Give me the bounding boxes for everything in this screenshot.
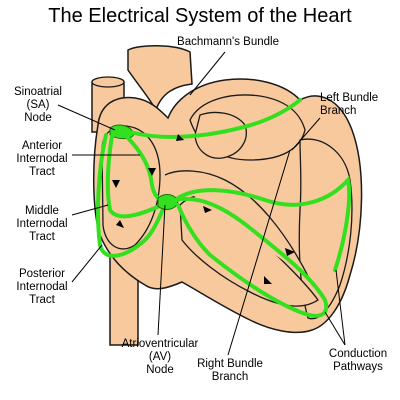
right-bundle-line-2: Branch (211, 371, 249, 383)
label-middle-tract: Middle Internodal Tract (8, 205, 76, 244)
leader-right-bundle (227, 149, 291, 356)
aortic-arch (127, 44, 193, 112)
septum-line (164, 170, 311, 281)
arrow-bundle-1 (203, 206, 212, 213)
leader-bachmann (189, 51, 226, 96)
arrow-posterior (116, 220, 124, 228)
arrow-anterior (148, 168, 156, 176)
av-node (157, 194, 179, 210)
av-node-line-1: Atrioventricular (121, 338, 199, 350)
leader-av-node (157, 204, 166, 336)
arrow-bundle-3 (264, 276, 272, 284)
arrow-bundle-2 (285, 248, 295, 256)
left-bundle-line-1: Left Bundle (320, 92, 379, 104)
arrow-middle (112, 180, 120, 188)
label-left-bundle-branch: Left Bundle Branch (320, 92, 398, 118)
label-posterior-tract: Posterior Internodal Tract (8, 268, 76, 307)
av-node-line-3: Node (146, 364, 174, 376)
vena-cava-opening (91, 76, 125, 88)
left-bundle-line-2: Branch (320, 105, 357, 117)
middle-tract-path (105, 134, 164, 219)
left-bundle-path (176, 175, 352, 272)
middle-line-1: Middle (25, 205, 59, 217)
anterior-line-3: Tract (29, 166, 55, 178)
sa-node-line-3: Node (24, 112, 52, 124)
label-av-node: Atrioventricular (AV) Node (110, 338, 210, 377)
posterior-line-3: Tract (29, 294, 55, 306)
right-bundle-path (173, 197, 329, 318)
label-anterior-tract: Anterior Internodal Tract (8, 140, 76, 179)
right-bundle-line-1: Right Bundle (197, 358, 263, 370)
leader-sa-node (57, 104, 116, 131)
label-bachmanns-bundle: Bachmann's Bundle (168, 36, 288, 49)
valve-outline (194, 111, 247, 159)
leader-conduction-2 (335, 269, 346, 346)
diagram-title: The Electrical System of the Heart (48, 5, 352, 27)
arrow-bachmann (176, 134, 184, 141)
conduction-line-2: Pathways (333, 361, 383, 373)
label-sa-node: Sinoatrial (SA) Node (8, 86, 68, 125)
leader-middle (71, 204, 109, 216)
conduction-system (96, 98, 352, 318)
conduction-line-1: Conduction (328, 348, 388, 360)
label-right-bundle-branch: Right Bundle Branch (185, 358, 275, 384)
av-node-line-2: (AV) (148, 351, 172, 363)
leader-lines (57, 51, 346, 356)
posterior-line-2: Internodal (16, 281, 68, 293)
leader-conduction-1 (324, 311, 346, 346)
middle-line-3: Tract (29, 231, 55, 243)
sa-node-line-1: Sinoatrial (14, 86, 62, 98)
bachmanns-bundle-text: Bachmann's Bundle (177, 36, 279, 48)
sa-node-line-2: (SA) (26, 99, 50, 111)
middle-line-2: Internodal (16, 218, 68, 230)
label-conduction-pathways: Conduction Pathways (318, 348, 398, 374)
leader-left-bundle (291, 117, 321, 151)
anterior-line-1: Anterior (21, 140, 63, 152)
anterior-line-2: Internodal (16, 153, 68, 165)
posterior-tract-path (96, 133, 167, 258)
posterior-line-1: Posterior (18, 268, 66, 280)
leader-posterior (71, 244, 103, 283)
bachmanns-bundle-path (128, 98, 302, 139)
